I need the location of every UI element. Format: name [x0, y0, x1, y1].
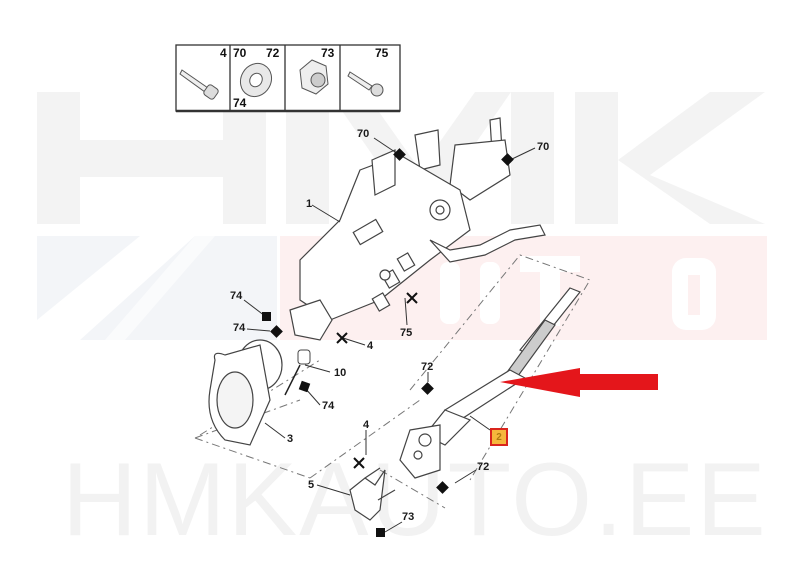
callout-74-lower: 74: [322, 400, 335, 412]
legend-label-73: 73: [321, 46, 335, 60]
callout-72-upper: 72: [421, 361, 434, 373]
red-arrow-icon: [500, 368, 658, 397]
cross-markers: [336, 292, 418, 469]
callout-70-left: 70: [357, 128, 370, 140]
callout-4-upper: 4: [367, 340, 374, 352]
legend-label-72: 72: [266, 46, 280, 60]
highlighted-part-badge[interactable]: 2: [490, 428, 508, 446]
callout-10: 10: [334, 367, 347, 379]
callout-5: 5: [308, 479, 315, 491]
callout-75: 75: [400, 327, 413, 339]
fastener-legend-box: [175, 44, 401, 113]
fastener-markers: [262, 148, 514, 537]
steering-column-assembly: [289, 117, 546, 341]
lower-bracket-part5: [349, 467, 396, 521]
legend-label-74: 74: [233, 96, 247, 110]
callout-73: 73: [402, 511, 415, 523]
callout-1: 1: [306, 198, 313, 210]
grommet-part10: [284, 349, 311, 396]
legend-label-4: 4: [220, 46, 227, 60]
bolt-icon: [179, 69, 219, 100]
callout-4-lower: 4: [363, 419, 370, 431]
column-boot-part3: [208, 339, 283, 446]
callout-74-upper: 74: [230, 290, 243, 302]
screw-icon: [347, 71, 384, 97]
callout-74-middle: 74: [233, 322, 246, 334]
callout-3: 3: [287, 433, 294, 445]
legend-label-75: 75: [375, 46, 389, 60]
leader-lines: [243, 137, 536, 533]
callout-72-lower: 72: [477, 461, 490, 473]
washer-icon: [239, 62, 273, 98]
legend-label-70: 70: [233, 46, 247, 60]
nut-icon: [299, 59, 329, 95]
callout-70-right: 70: [537, 141, 550, 153]
highlighted-part-label: 2: [496, 431, 502, 443]
